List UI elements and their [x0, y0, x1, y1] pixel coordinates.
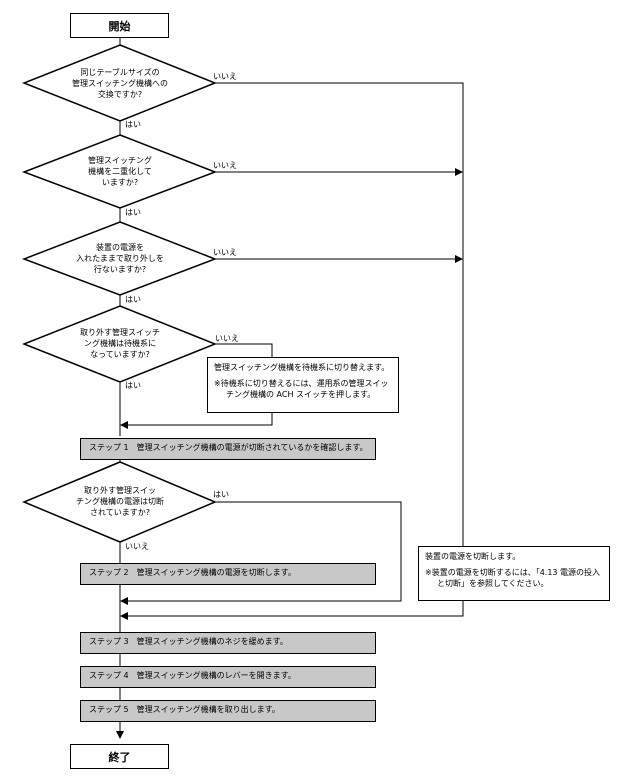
connector-line — [215, 343, 273, 357]
step-2-box: ステップ 2 管理スイッチング機構の電源を切断します。 — [80, 563, 376, 585]
decision-1-text: 同じテーブルサイズの管理スイッチング機構への交換ですか? — [72, 68, 168, 99]
decision-1-yes-label: はい — [125, 120, 141, 129]
decision-3-yes-label: はい — [125, 295, 141, 304]
decision-4-yes-label: はい — [125, 381, 141, 390]
connector-line — [215, 82, 464, 546]
step-4-box: ステップ 4 管理スイッチング機構のレバーを開きます。 — [80, 666, 376, 688]
start-terminal: 開始 — [70, 13, 169, 38]
decision-3-no-label: いいえ — [213, 248, 237, 257]
decision-3-text: 装置の電源を入れたままで取り外しを行ないますか? — [76, 243, 164, 274]
decision-5-no-label: いいえ — [125, 542, 149, 551]
end-terminal: 終了 — [70, 744, 169, 769]
connector-line — [120, 413, 273, 429]
connector-line — [120, 601, 464, 620]
decision-2-yes-label: はい — [125, 208, 141, 217]
decision-5-text: 取り外す管理スイッチング機構の電源は切断されていますか? — [76, 486, 164, 517]
power-off-note: 装置の電源を切断します。 ※装置の電源を切断するには、「4.13 電源の投入 と… — [418, 546, 610, 601]
decision-4-text: 取り外す管理スイッチング機構は待機系になっていますか? — [80, 328, 160, 359]
switch-to-standby-note: 管理スイッチング機構を待機系に切り替えます。 ※待機系に切り替えるには、運用系の… — [207, 357, 399, 413]
step-5-box: ステップ 5 管理スイッチング機構を取り出します。 — [80, 700, 376, 722]
connector-line — [120, 501, 402, 605]
step-1-box: ステップ 1 管理スイッチング機構の電源が切断されているかを確認します。 — [80, 438, 376, 460]
decision-2-no-label: いいえ — [213, 161, 237, 170]
decision-1-no-label: いいえ — [213, 72, 237, 81]
step-3-box: ステップ 3 管理スイッチング機構のネジを緩めます。 — [80, 632, 376, 654]
decision-4-no-label: いいえ — [215, 334, 239, 343]
decision-2-text: 管理スイッチング機構を二重化していますか? — [88, 156, 152, 187]
decision-5-yes-label: はい — [213, 490, 229, 499]
